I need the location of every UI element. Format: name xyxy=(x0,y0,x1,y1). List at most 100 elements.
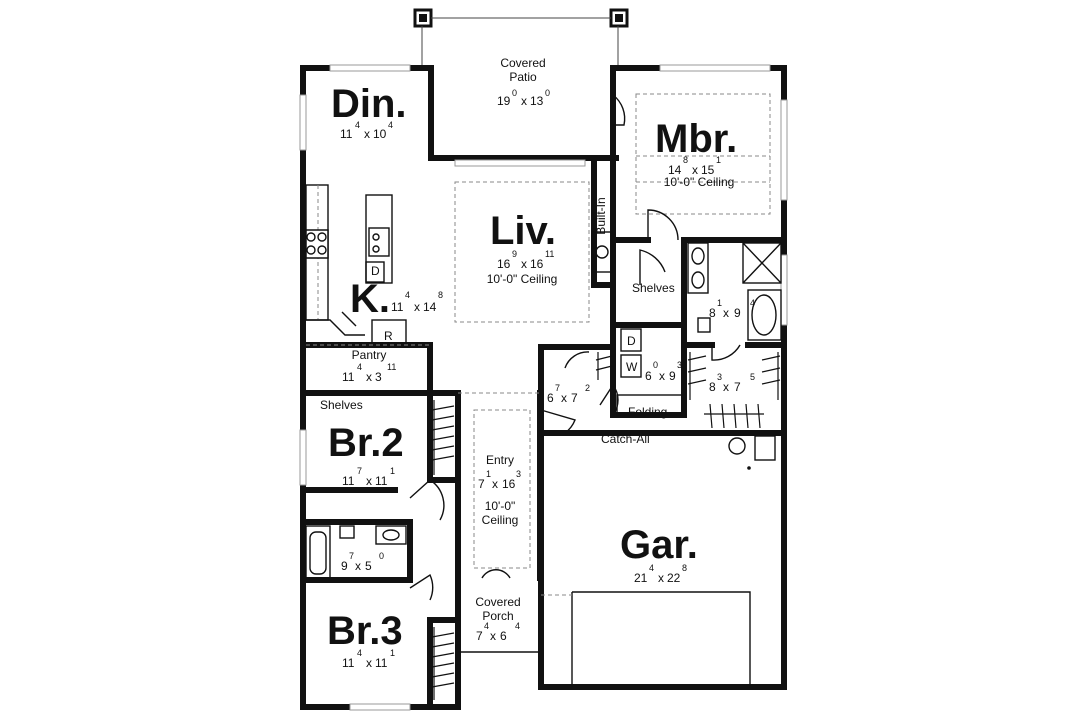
washer-label: W xyxy=(626,360,638,374)
fireplace xyxy=(591,231,613,273)
gar-width: 21 xyxy=(634,571,648,585)
entry-height: 16 xyxy=(502,477,516,491)
k-height: 14 xyxy=(423,300,437,314)
liv-height: 16 xyxy=(530,257,544,271)
mbr-height-inches: 1 xyxy=(716,155,721,165)
patio-structure xyxy=(413,8,629,68)
patio-height: 13 xyxy=(530,94,544,108)
room-din: Din. 11 4 x 10 4 xyxy=(331,82,407,141)
laundry-width-inches: 0 xyxy=(653,360,658,370)
br3-name: Br.3 xyxy=(327,609,403,653)
entry-height-inches: 3 xyxy=(516,469,521,479)
doors xyxy=(409,94,741,601)
entry-ceiling-line2: Ceiling xyxy=(482,513,519,527)
patio-width: 19 xyxy=(497,94,511,108)
porch-name-line2: Porch xyxy=(482,609,513,623)
shelves-pantry-label: Shelves xyxy=(320,398,363,412)
shelves-hall-label: Shelves xyxy=(632,281,675,295)
mbr-name: Mbr. xyxy=(655,117,737,161)
master-bath-width-inches: 1 xyxy=(717,298,722,308)
wic-height-inches: 5 xyxy=(750,372,755,382)
bath2-fixtures xyxy=(305,525,407,579)
room-pantry: Pantry 11 4 x 3 11 xyxy=(342,348,396,384)
k-width-inches: 4 xyxy=(405,290,410,300)
room-covered-patio: Covered Patio 19 0 x 13 0 xyxy=(497,56,550,108)
room-bath2: 9 7 x 5 0 xyxy=(341,551,384,573)
room-master-bath: 8 1 x 9 4 xyxy=(709,298,755,320)
entry-width-inches: 1 xyxy=(486,469,491,479)
pantry-height: 3 xyxy=(375,370,382,384)
wic-height: 7 xyxy=(734,380,741,394)
bath2-height: 5 xyxy=(365,559,372,573)
bath2-width: 9 xyxy=(341,559,348,573)
built-in-label: Built-In xyxy=(594,197,608,234)
svg-text:x: x xyxy=(658,571,664,585)
closet-height: 7 xyxy=(571,391,578,405)
dishwasher-label: D xyxy=(371,264,380,278)
master-bath-height-inches: 4 xyxy=(750,298,755,308)
br2-height-inches: 1 xyxy=(390,466,395,476)
master-bath-fixtures xyxy=(687,242,782,341)
liv-ceiling-note: 10'-0" Ceiling xyxy=(487,272,558,286)
room-mbr: Mbr. 14 8 x 15 1 10'-0" Ceiling xyxy=(655,117,737,189)
dryer-label: D xyxy=(627,334,636,348)
svg-text:x: x xyxy=(366,656,372,670)
gar-height-inches: 8 xyxy=(682,563,687,573)
svg-text:x: x xyxy=(659,369,665,383)
svg-text:x: x xyxy=(366,474,372,488)
pantry-width-inches: 4 xyxy=(357,362,362,372)
svg-text:x: x xyxy=(490,629,496,643)
svg-text:x: x xyxy=(521,257,527,271)
mbr-width-inches: 8 xyxy=(683,155,688,165)
br3-width-inches: 4 xyxy=(357,648,362,658)
gar-height: 22 xyxy=(667,571,681,585)
windows xyxy=(299,64,788,711)
liv-width: 16 xyxy=(497,257,511,271)
room-laundry: D W 6 0 x 9 3 Folding xyxy=(626,334,682,419)
gar-name: Gar. xyxy=(620,523,698,567)
porch-height-inches: 4 xyxy=(515,621,520,631)
k-name: K. xyxy=(350,277,390,321)
entry-name: Entry xyxy=(486,453,514,467)
mbr-ceiling-note: 10'-0" Ceiling xyxy=(664,175,735,189)
patio-height-inches: 0 xyxy=(545,88,550,98)
br2-height: 11 xyxy=(375,474,388,488)
room-br2: Br.2 11 7 x 11 1 xyxy=(328,421,404,488)
svg-text:x: x xyxy=(492,477,498,491)
svg-text:x: x xyxy=(414,300,420,314)
svg-text:x: x xyxy=(723,380,729,394)
br2-name: Br.2 xyxy=(328,421,404,465)
din-height: 10 xyxy=(373,127,387,141)
room-walk-in-closet: 8 3 x 7 5 xyxy=(709,372,755,394)
folding-label: Folding xyxy=(628,405,667,419)
garage-fixtures xyxy=(541,435,776,687)
laundry-width: 6 xyxy=(645,369,652,383)
pantry-name: Pantry xyxy=(352,348,387,362)
porch-width: 7 xyxy=(476,629,483,643)
entry-width: 7 xyxy=(478,477,485,491)
room-closet-6x7: 6 7 x 7 2 xyxy=(547,383,590,405)
liv-height-inches: 11 xyxy=(545,249,554,259)
room-k: K. 11 4 x 14 8 D R xyxy=(350,264,443,343)
svg-text:x: x xyxy=(521,94,527,108)
room-gar: Gar. 21 4 x 22 8 xyxy=(620,523,698,585)
gar-width-inches: 4 xyxy=(649,563,654,573)
closet-rods xyxy=(431,352,781,700)
svg-text:x: x xyxy=(364,127,370,141)
closet-height-inches: 2 xyxy=(585,383,590,393)
room-entry: Entry 7 1 x 16 3 10'-0" Ceiling xyxy=(478,453,521,527)
k-width: 11 xyxy=(391,300,404,314)
refrigerator-label: R xyxy=(384,329,393,343)
mbr-width: 14 xyxy=(668,163,682,177)
laundry-height-inches: 3 xyxy=(677,360,682,370)
din-height-inches: 4 xyxy=(388,120,393,130)
wic-width-inches: 3 xyxy=(717,372,722,382)
closet-width-inches: 7 xyxy=(555,383,560,393)
svg-text:x: x xyxy=(692,163,698,177)
din-width: 11 xyxy=(340,127,353,141)
porch-name-line1: Covered xyxy=(475,595,520,609)
svg-text:x: x xyxy=(723,306,729,320)
room-br3: Br.3 11 4 x 11 1 xyxy=(327,609,403,670)
mbr-height: 15 xyxy=(701,163,715,177)
